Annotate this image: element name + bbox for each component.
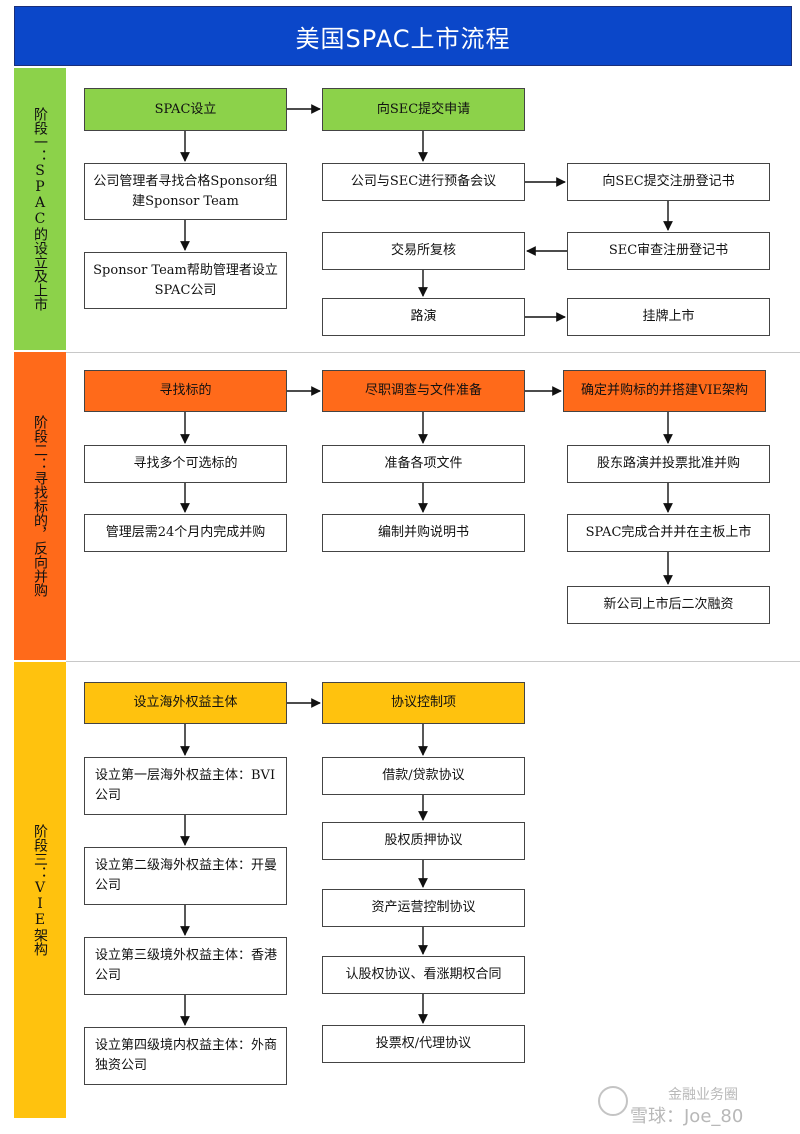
box-listing: 挂牌上市 xyxy=(567,298,770,336)
stage2-label-text: 阶段二：寻找标的，反向并购 xyxy=(32,415,48,597)
box-option-agreement: 认股权协议、看涨期权合同 xyxy=(322,956,525,994)
stage2-label: 阶段二：寻找标的，反向并购 xyxy=(14,352,66,660)
box-24-months: 管理层需24个月内完成并购 xyxy=(84,514,287,552)
box-hongkong: 设立第三级境外权益主体：香港公司 xyxy=(84,937,287,995)
box-multiple-targets: 寻找多个可选标的 xyxy=(84,445,287,483)
stage3-label-text: 阶段三：VIE架构 xyxy=(32,824,48,956)
box-sec-review: SEC审查注册登记书 xyxy=(567,232,770,270)
box-merger-prospectus: 编制并购说明书 xyxy=(322,514,525,552)
box-roadshow: 路演 xyxy=(322,298,525,336)
watermark-line1: 金融业务圈 xyxy=(668,1087,738,1103)
stage-separator xyxy=(66,661,800,662)
box-submit-registration: 向SEC提交注册登记书 xyxy=(567,163,770,201)
stage1-label: 阶段一：SPAC的设立及上市 xyxy=(14,68,66,350)
box-loan-agreement: 借款/贷款协议 xyxy=(322,757,525,795)
box-submit-sec: 向SEC提交申请 xyxy=(322,88,525,131)
box-shareholder-vote: 股东路演并投票批准并购 xyxy=(567,445,770,483)
box-due-diligence: 尽职调查与文件准备 xyxy=(322,370,525,412)
box-equity-pledge: 股权质押协议 xyxy=(322,822,525,860)
box-sponsor-team-setup: Sponsor Team帮助管理者设立SPAC公司 xyxy=(84,252,287,309)
box-prepare-docs: 准备各项文件 xyxy=(322,445,525,483)
watermark: 金融业务圈 雪球：Joe_80 xyxy=(598,1084,798,1132)
box-spac-setup: SPAC设立 xyxy=(84,88,287,131)
box-secondary-financing: 新公司上市后二次融资 xyxy=(567,586,770,624)
box-find-target: 寻找标的 xyxy=(84,370,287,412)
box-sec-premeeting: 公司与SEC进行预备会议 xyxy=(322,163,525,201)
box-agreement-control: 协议控制项 xyxy=(322,682,525,724)
box-find-sponsor: 公司管理者寻找合格Sponsor组建Sponsor Team xyxy=(84,163,287,220)
box-voting-proxy: 投票权/代理协议 xyxy=(322,1025,525,1063)
box-cayman: 设立第二级海外权益主体：开曼公司 xyxy=(84,847,287,905)
stage1-label-text: 阶段一：SPAC的设立及上市 xyxy=(32,107,48,311)
box-merger-listing: SPAC完成合并并在主板上市 xyxy=(567,514,770,552)
box-wfoe: 设立第四级境内权益主体：外商独资公司 xyxy=(84,1027,287,1085)
box-overseas-entity: 设立海外权益主体 xyxy=(84,682,287,724)
watermark-line2: 雪球：Joe_80 xyxy=(630,1106,744,1127)
stage3-label: 阶段三：VIE架构 xyxy=(14,662,66,1118)
box-exchange-review: 交易所复核 xyxy=(322,232,525,270)
watermark-logo-icon xyxy=(598,1086,628,1116)
box-vie-structure: 确定并购标的并搭建VIE架构 xyxy=(563,370,766,412)
diagram-title: 美国SPAC上市流程 xyxy=(14,6,792,66)
box-bvi: 设立第一层海外权益主体：BVI公司 xyxy=(84,757,287,815)
stage-separator xyxy=(66,352,800,353)
box-asset-operation: 资产运营控制协议 xyxy=(322,889,525,927)
